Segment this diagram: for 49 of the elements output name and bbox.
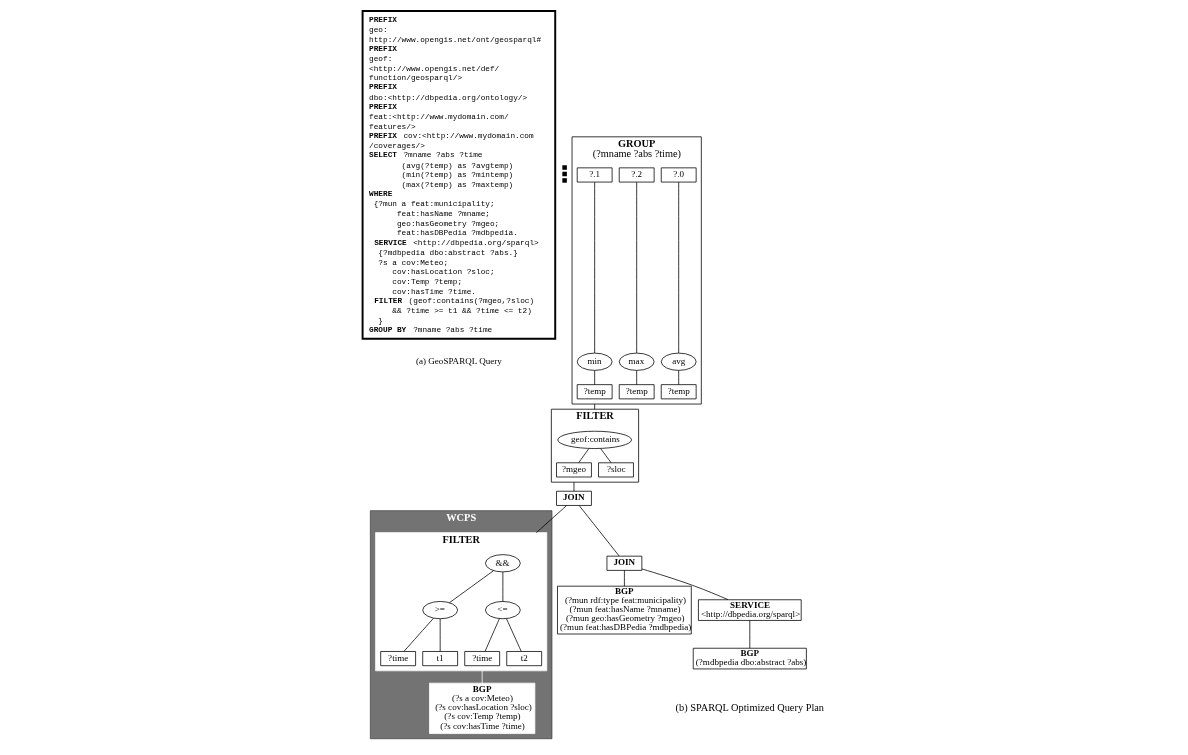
node-box: ?.1 [576, 167, 612, 183]
node-ellipse: >= [421, 601, 458, 620]
connector [403, 617, 434, 652]
connector [677, 370, 679, 385]
connector [593, 370, 595, 385]
connector [577, 448, 589, 464]
node-ellipse: && [484, 554, 521, 573]
connector [635, 370, 637, 385]
connector [573, 481, 574, 492]
node-box: BGP (?mdbpedia dbo:abstract ?abs) [692, 647, 807, 670]
node-ellipse: avg [660, 352, 697, 371]
connector [641, 568, 728, 601]
connector [439, 618, 441, 652]
node-ellipse: geof:contains [556, 430, 632, 449]
connector [623, 570, 625, 587]
node-box: ?time [379, 651, 416, 667]
connector [578, 505, 620, 557]
node-box: ?sloc [597, 462, 634, 478]
connector [635, 181, 637, 354]
node-box: ?.0 [660, 167, 697, 183]
node-label: (a) GeoSPARQL Query [415, 356, 502, 367]
node-box: t2 [505, 651, 542, 667]
node-box: ?time [463, 651, 500, 667]
connector [593, 181, 595, 354]
node-ellipse: <= [484, 601, 521, 620]
node-box: BGP (?s a cov:Meteo) (?s cov:hasLocation ?sloc) (?s cov:Temp ?temp) (?s cov:hasTime ?time) [428, 682, 535, 734]
connector [481, 670, 483, 684]
node-ellipse: min [576, 352, 612, 371]
connector [593, 403, 595, 410]
node-box: JOIN [555, 490, 592, 506]
label: (b) SPARQL Optimized Query Plan [675, 701, 824, 713]
node-box: JOIN [606, 555, 642, 571]
connector [502, 571, 503, 602]
connector [484, 618, 500, 652]
connector [448, 570, 494, 604]
node-box: ?.2 [618, 167, 655, 183]
node-ellipse: max [618, 352, 655, 371]
node-box: ?temp [660, 384, 697, 400]
connector [505, 618, 522, 652]
connector [677, 181, 679, 354]
connector [535, 505, 567, 533]
node-box: t1 [421, 651, 458, 667]
node-box: ?temp [618, 384, 655, 400]
node-box: ?mgeo [555, 462, 592, 478]
node-box: BGP (?mun rdf:type feat:municipality) (?mun feat:hasName ?mname) (?mun geo:hasGeometry ?mgeo) (?mun feat:hasDBPedia ?mdbpedia) [556, 585, 692, 635]
node-box: SERVICE <http://dbpedia.org/sparql> [697, 599, 802, 621]
node-box: ?temp [576, 384, 612, 400]
connector [599, 448, 612, 464]
connector [748, 620, 750, 649]
